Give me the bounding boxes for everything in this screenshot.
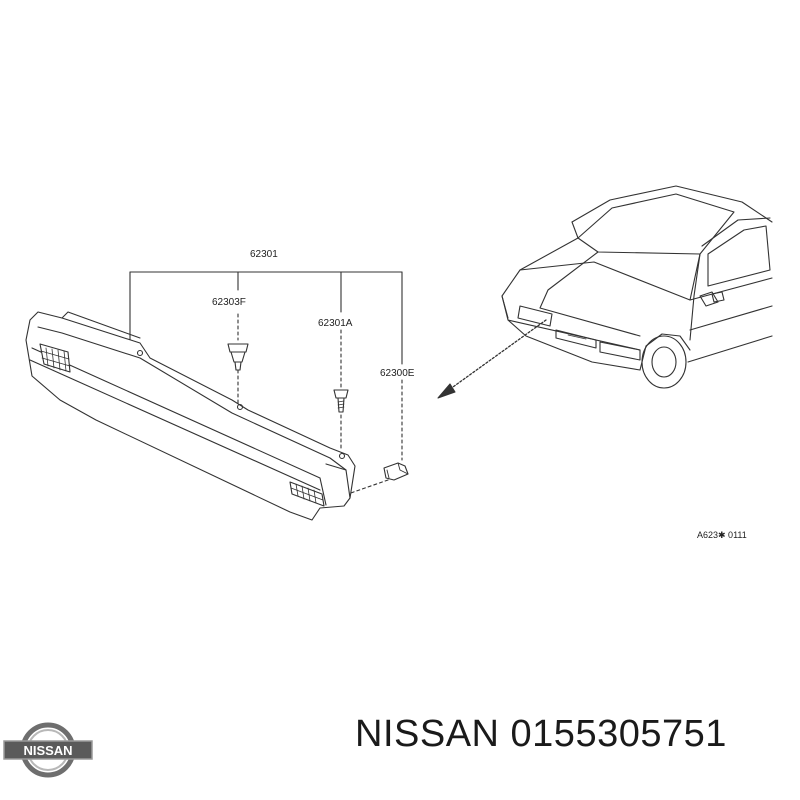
bracket-62300E	[383, 462, 409, 481]
location-arrow	[437, 319, 547, 399]
car-illustration	[501, 185, 773, 389]
radiator-grille	[25, 311, 356, 521]
callout-62303F: 62303F	[212, 297, 246, 308]
callout-62301: 62301	[250, 249, 278, 260]
callout-62300E: 62300E	[380, 368, 415, 379]
logo-text: NISSAN	[23, 743, 72, 758]
callout-leaders	[129, 271, 403, 496]
callout-62301A: 62301A	[318, 318, 353, 329]
part-number-label: NISSAN 0155305751	[355, 713, 727, 755]
screw-62301A	[333, 389, 349, 413]
figure-code: A623✱ 0111	[697, 530, 747, 540]
clip-62303F	[227, 343, 249, 371]
nissan-logo: NISSAN	[3, 722, 93, 778]
